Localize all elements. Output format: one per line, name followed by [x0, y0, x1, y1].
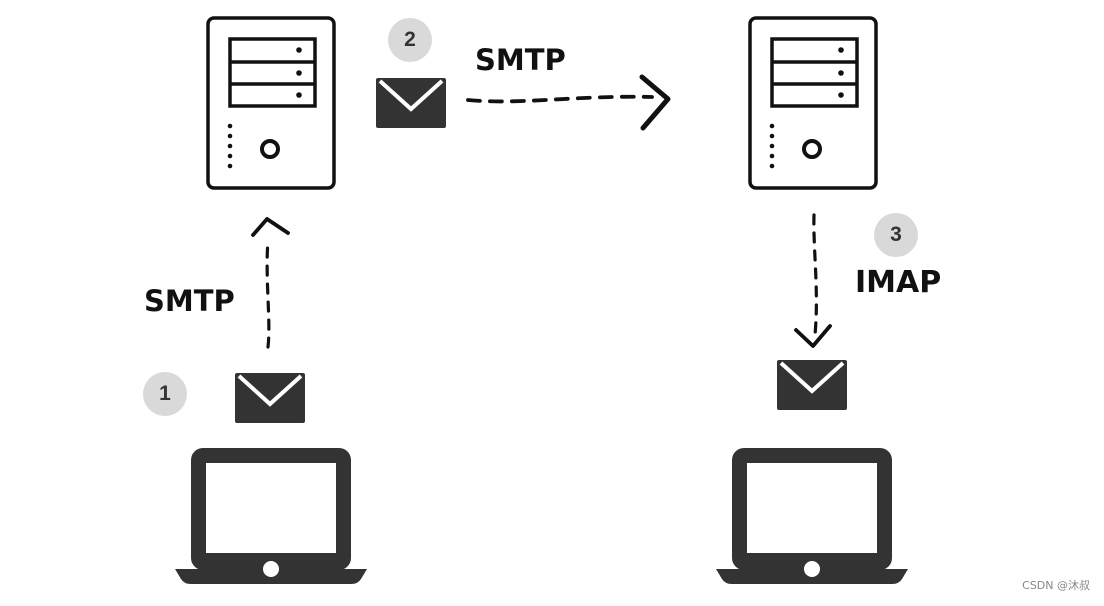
step-badge-3: 3	[874, 213, 918, 257]
envelope-icon-step2	[374, 76, 448, 130]
sender-laptop-icon	[175, 448, 367, 584]
protocol-label-step2: SMTP	[475, 43, 566, 77]
step-badge-1: 1	[143, 372, 187, 416]
step-badge-2: 2	[388, 18, 432, 62]
protocol-label-step1: SMTP	[144, 284, 235, 318]
arrow-step1	[251, 217, 290, 349]
protocol-label-step3: IMAP	[855, 265, 942, 300]
recipient-laptop-icon	[716, 448, 908, 584]
sender-server-icon	[206, 16, 336, 190]
recipient-server-icon	[748, 16, 878, 190]
watermark: CSDN @沐叔	[1022, 579, 1090, 592]
arrow-step2	[466, 74, 671, 131]
envelope-icon-step1	[233, 371, 307, 425]
envelope-icon-step3	[775, 358, 849, 412]
arrow-step3	[794, 213, 832, 348]
